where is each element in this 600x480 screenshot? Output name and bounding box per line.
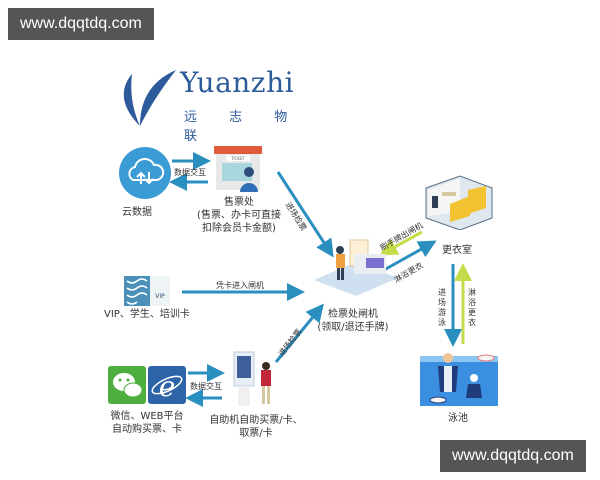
gate-label: 检票处闸机 (领取/退还手牌) [308, 308, 398, 334]
svg-text:VIP: VIP [155, 293, 165, 300]
gate-title: 检票处闸机 [328, 309, 378, 320]
kiosk-title: 自助机自助买票/卡、 [209, 415, 303, 426]
ticket-office-desc-1: (售票、办卡可直接 [197, 210, 281, 221]
turnstile-gate-icon [314, 239, 398, 296]
kiosk-node [226, 350, 278, 408]
kiosk-desc: 取票/卡 [239, 428, 273, 439]
locker-room-label: 更衣室 [442, 245, 472, 256]
edge-label-card-gate: 凭卡进入闸机 [216, 281, 264, 290]
cloud-data-label: 云数据 [122, 207, 152, 218]
logo-text-en: Yuanzhi [180, 66, 295, 99]
self-service-kiosk-icon [233, 351, 271, 406]
watermark-top: www.dqqtdq.com [8, 8, 154, 40]
logo-text-cn: 远 志 物 联 [184, 110, 302, 144]
kiosk-label: 自助机自助买票/卡、 取票/卡 [204, 414, 308, 440]
logo-mark-icon [123, 70, 176, 126]
ticket-booth-icon: TICKET [214, 146, 262, 192]
ie-browser-icon: e [148, 366, 186, 404]
edge-label-locker-pool: 进场游泳 [438, 288, 446, 327]
svg-text:e: e [159, 370, 176, 403]
swimming-pool-icon [420, 353, 498, 406]
svg-text:TICKET: TICKET [230, 156, 246, 161]
gate-desc: (领取/退还手牌) [317, 322, 389, 333]
online-desc: 自动购买票、卡 [112, 424, 182, 435]
pool-label: 泳池 [448, 413, 468, 424]
ticket-office-label: 售票处 (售票、办卡可直接 扣除会员卡金额) [196, 196, 282, 235]
ticket-office-title: 售票处 [224, 197, 254, 208]
logo: Yuanzhi 远 志 物 联 [118, 66, 303, 144]
edge-label-online-kiosk: 数据交互 [190, 382, 222, 391]
cloud-data-node [118, 146, 172, 200]
cloud-sync-icon [119, 147, 171, 199]
member-card-label: VIP、学生、培训卡 [104, 309, 190, 320]
pool-node [420, 352, 498, 406]
member-card-node: VIP [124, 276, 170, 306]
member-card-icon: VIP [124, 276, 170, 306]
online-node: e [108, 366, 186, 404]
locker-room-icon [425, 175, 493, 230]
ticket-office-desc-2: 扣除会员卡金额) [202, 223, 276, 234]
watermark-bottom: www.dqqtdq.com [440, 440, 586, 472]
edge-label-pool-locker: 淋浴更衣 [468, 288, 476, 327]
wechat-icon [108, 366, 146, 404]
online-title: 微信、WEB平台 [110, 411, 184, 422]
gate-node [310, 232, 400, 296]
locker-room-node [424, 174, 494, 230]
ticket-office-node: TICKET [212, 142, 264, 194]
edge-label-cloud-ticket: 数据交互 [174, 168, 206, 177]
online-label: 微信、WEB平台 自动购买票、卡 [104, 410, 190, 436]
